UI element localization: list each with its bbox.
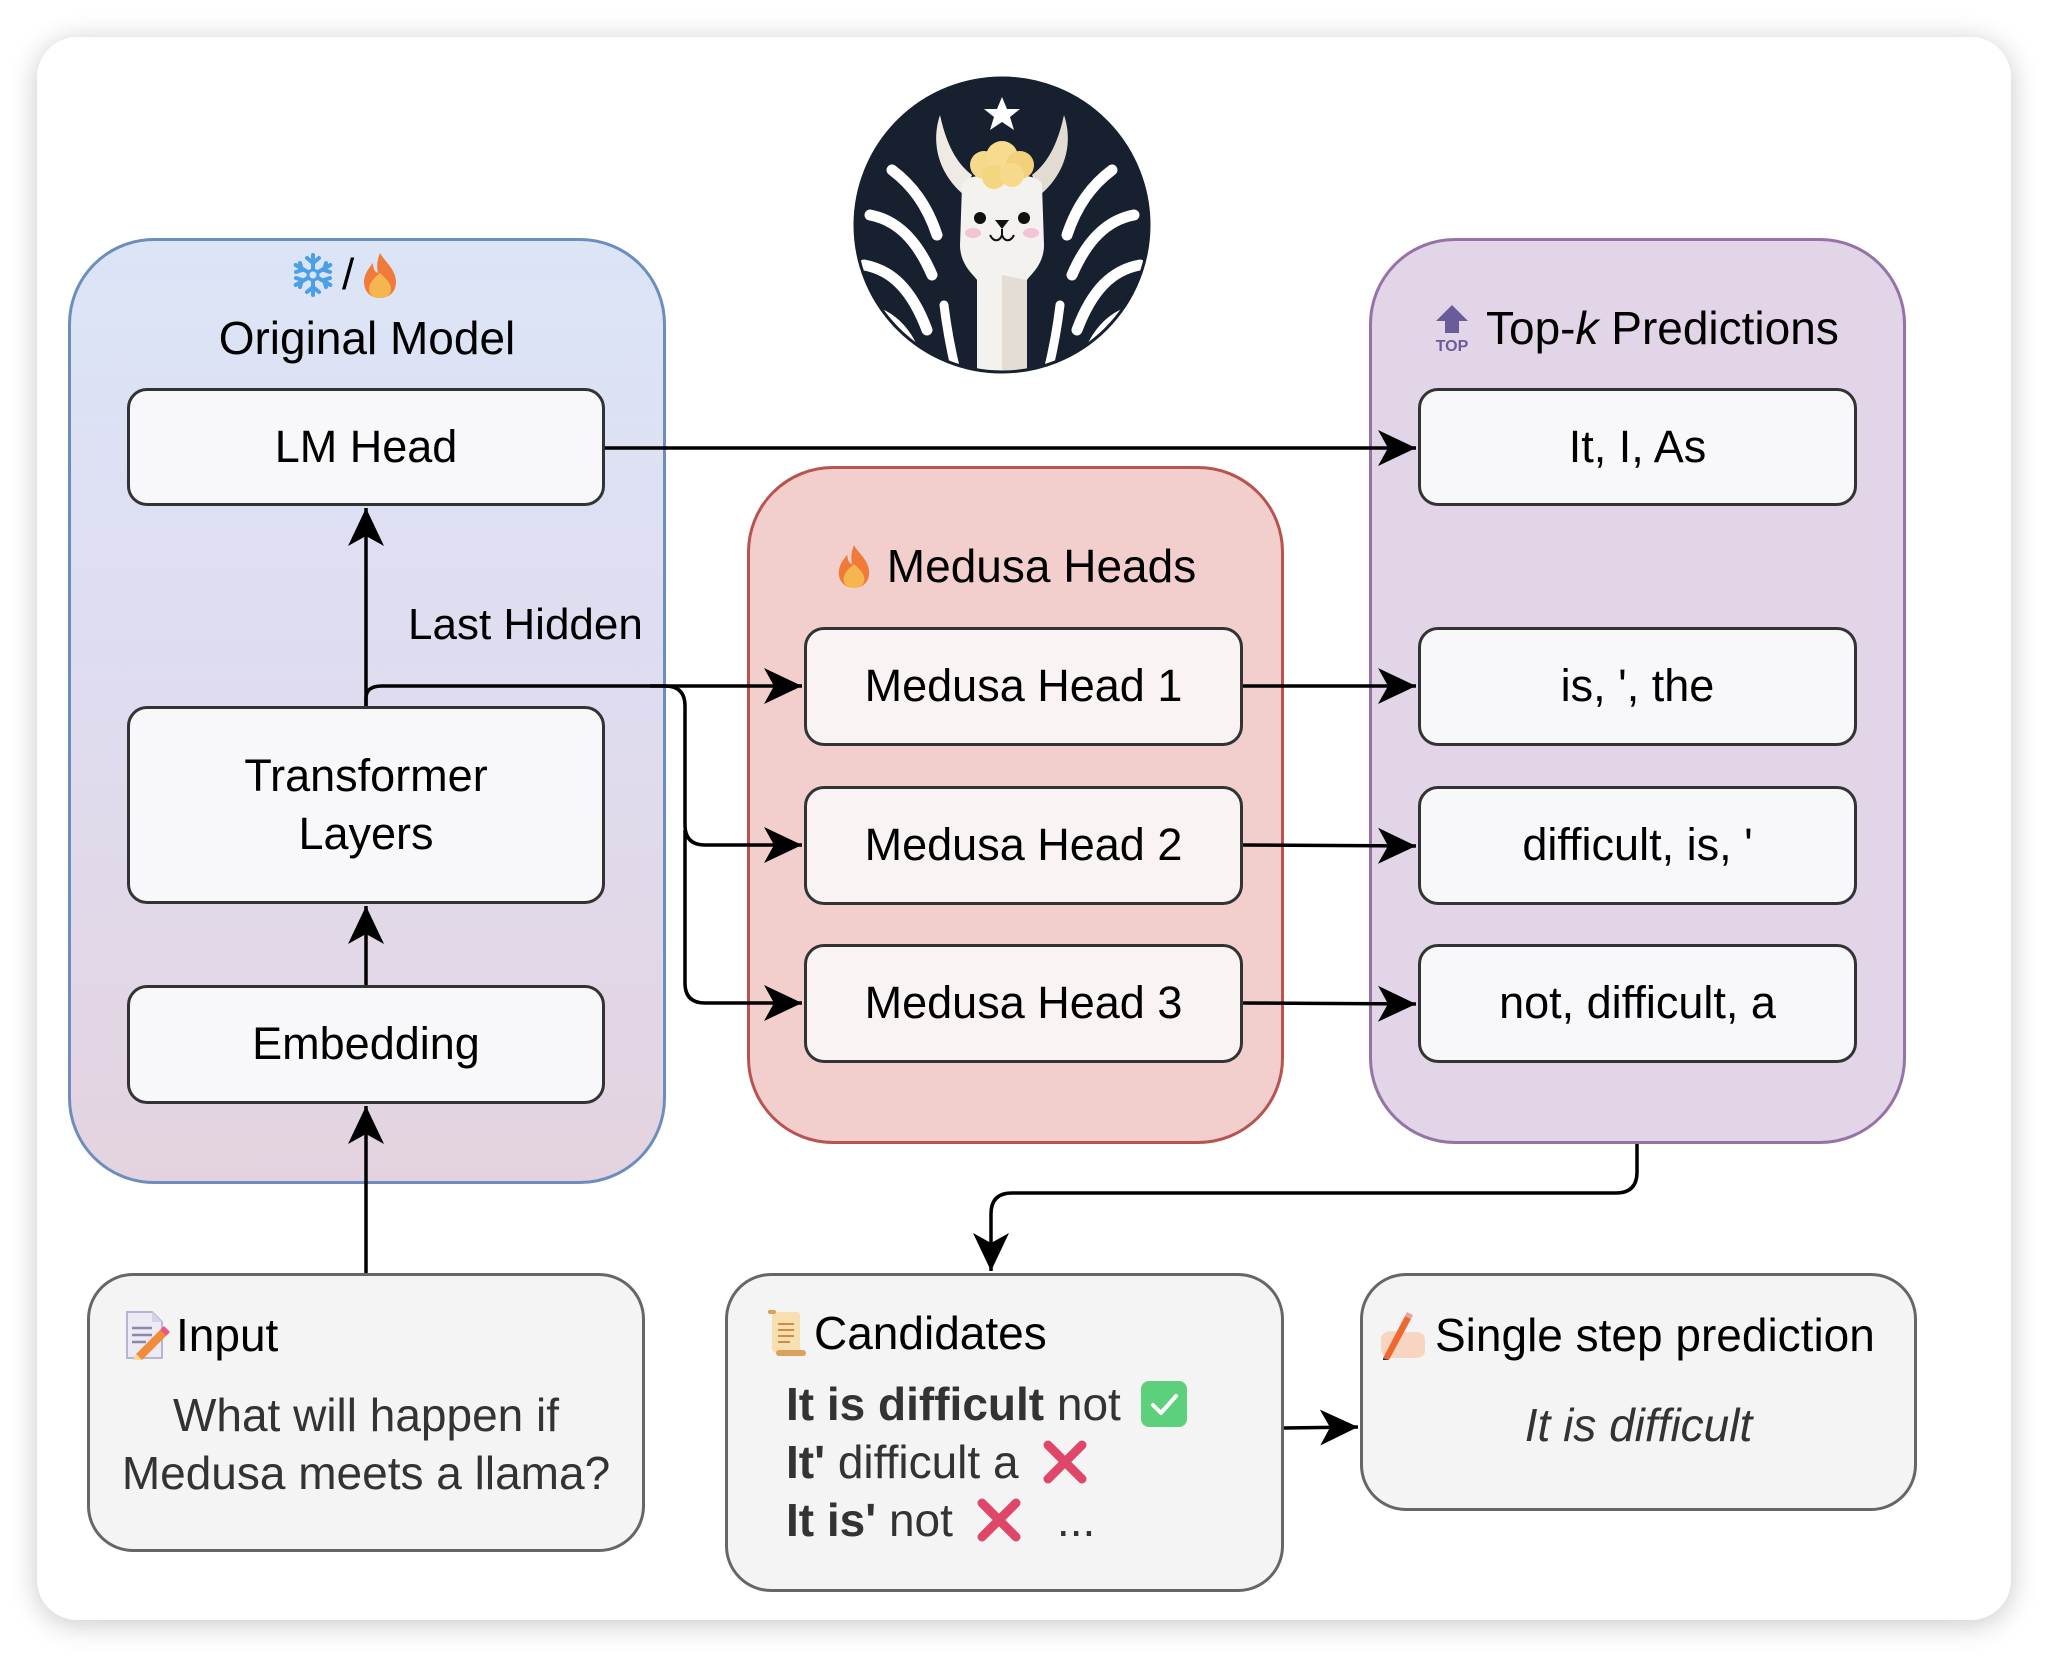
- status-separator: /: [342, 250, 355, 299]
- original-model-status: /: [290, 250, 400, 300]
- candidates-ellipsis: ...: [1056, 1494, 1096, 1546]
- input-title-text: Input: [176, 1309, 279, 1361]
- candidate-row: It is difficult not: [786, 1376, 1187, 1432]
- candidate-rest: not: [876, 1494, 953, 1546]
- embedding-label: Embedding: [252, 1018, 480, 1070]
- topk-prediction-head-3-label: not, difficult, a: [1499, 977, 1776, 1029]
- embedding-box[interactable]: Embedding: [127, 985, 605, 1104]
- writing-hand-icon: [1381, 1312, 1425, 1360]
- transformer-label-line2: Layers: [298, 808, 434, 859]
- topk-title: TOP Top-k Predictions: [1432, 300, 1839, 356]
- single-step-title: Single step prediction: [1377, 1306, 1875, 1364]
- single-step-box: Single step prediction It is difficult: [1360, 1273, 1917, 1511]
- candidates-title-text: Candidates: [814, 1307, 1047, 1359]
- medusa-head-3-label: Medusa Head 3: [864, 977, 1183, 1029]
- medusa-head-1-label: Medusa Head 1: [864, 660, 1183, 712]
- medusa-head-3-box[interactable]: Medusa Head 3: [804, 944, 1243, 1063]
- medusa-heads-title-text: Medusa Heads: [886, 540, 1197, 592]
- memo-icon: [126, 1311, 170, 1360]
- topk-title-k: k: [1575, 302, 1599, 354]
- single-step-result: It is difficult: [1524, 1399, 1753, 1451]
- candidate-rest: difficult a: [825, 1436, 1019, 1488]
- cross-mark-icon: [1041, 1438, 1089, 1486]
- candidate-accepted-prefix: It': [786, 1436, 826, 1488]
- topk-prediction-lm[interactable]: It, I, As: [1418, 388, 1857, 506]
- input-title: Input: [124, 1306, 278, 1364]
- single-step-title-text: Single step prediction: [1435, 1309, 1875, 1361]
- candidate-accepted-prefix: It is': [786, 1494, 877, 1546]
- medusa-head-2-box[interactable]: Medusa Head 2: [804, 786, 1243, 905]
- snowflake-icon: [293, 253, 333, 297]
- topk-prediction-lm-label: It, I, As: [1568, 420, 1707, 472]
- candidates-title: Candidates: [766, 1304, 1047, 1362]
- scroll-icon: [768, 1309, 806, 1356]
- check-mark-icon: [1140, 1381, 1187, 1427]
- candidate-accepted-prefix: It is difficult: [786, 1378, 1045, 1430]
- svg-text:TOP: TOP: [1436, 338, 1469, 353]
- input-question-line2: Medusa meets a llama?: [121, 1447, 611, 1499]
- top-arrow-icon: TOP: [1436, 305, 1469, 353]
- topk-prediction-head-1[interactable]: is, ', the: [1418, 627, 1857, 746]
- input-box: Input What will happen if Medusa meets a…: [87, 1273, 645, 1552]
- candidates-box: Candidates It is difficult not It' diffi…: [725, 1273, 1284, 1592]
- topk-prediction-head-2-label: difficult, is, ': [1522, 819, 1753, 871]
- llama-figure: [936, 97, 1068, 371]
- transformer-layers-box[interactable]: Transformer Layers: [127, 706, 605, 904]
- candidate-row: It is' not ...: [786, 1492, 1095, 1548]
- medusa-llama-logo: [853, 76, 1151, 374]
- fire-icon: [364, 253, 397, 298]
- medusa-head-1-box[interactable]: Medusa Head 1: [804, 627, 1243, 746]
- topk-prediction-head-2[interactable]: difficult, is, ': [1418, 786, 1857, 905]
- candidate-rest: not: [1044, 1378, 1121, 1430]
- topk-prediction-head-3[interactable]: not, difficult, a: [1418, 944, 1857, 1063]
- lm-head-label: LM Head: [274, 420, 458, 472]
- medusa-head-2-label: Medusa Head 2: [864, 819, 1183, 871]
- transformer-label-line1: Transformer: [244, 749, 488, 801]
- last-hidden-label: Last Hidden: [408, 600, 643, 649]
- lm-head-box[interactable]: LM Head: [127, 388, 605, 506]
- topk-prediction-head-1-label: is, ', the: [1560, 660, 1715, 712]
- input-question-line1: What will happen if: [172, 1389, 560, 1441]
- cross-mark-icon: [975, 1496, 1023, 1544]
- original-model-title: Original Model: [218, 312, 516, 364]
- medusa-heads-title: Medusa Heads: [747, 538, 1284, 594]
- candidate-row: It' difficult a: [786, 1434, 1089, 1490]
- topk-title-suffix: Predictions: [1598, 302, 1839, 354]
- fire-icon: [838, 545, 869, 588]
- topk-title-prefix: Top-: [1486, 302, 1576, 354]
